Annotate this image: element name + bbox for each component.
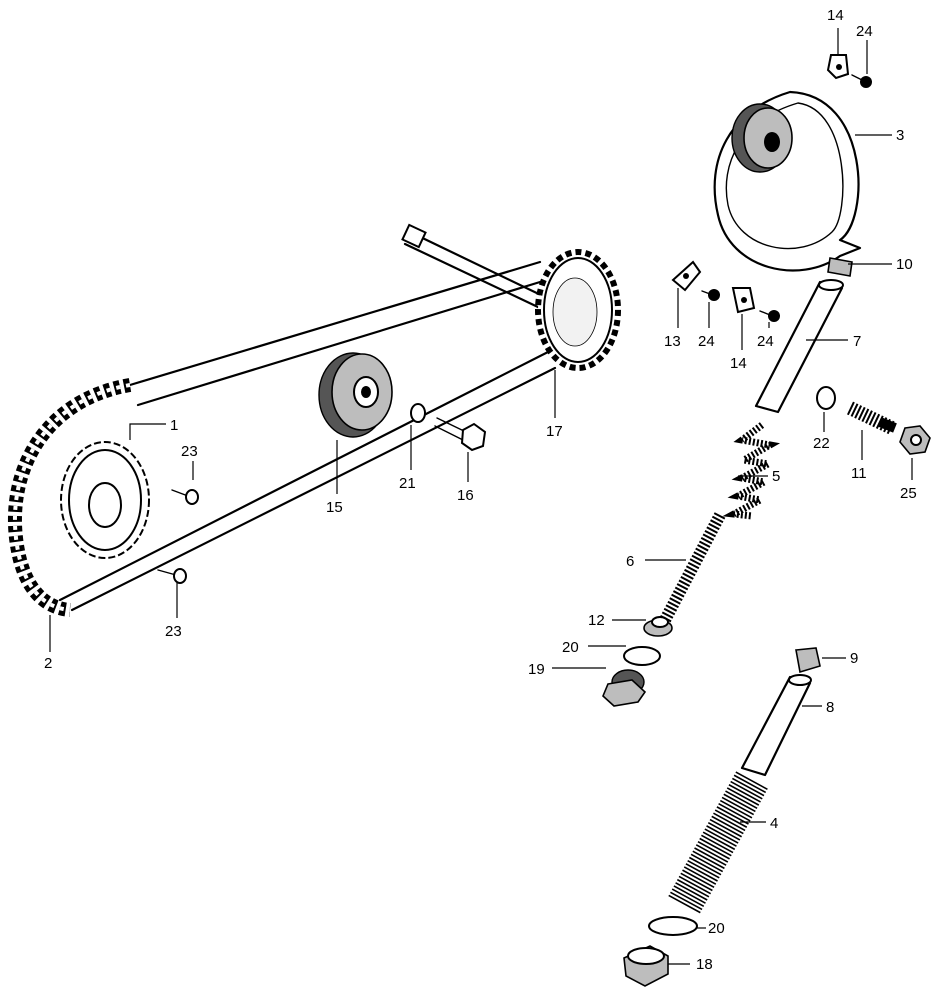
washer-upper xyxy=(623,646,661,666)
callouts: 1 2 3 4 5 6 7 8 9 10 11 12 13 14 14 15 1… xyxy=(44,7,917,973)
drive-chain xyxy=(7,260,557,617)
screw-bracket-right xyxy=(759,310,780,322)
drive-sprocket xyxy=(60,441,150,559)
callout-rod-cap: 12 xyxy=(588,612,605,629)
sealing-bolt-lower xyxy=(623,945,669,987)
screw-upper xyxy=(171,489,199,505)
callout-tensioner-spring-upper: 5 xyxy=(772,468,780,485)
driven-sprocket xyxy=(535,249,621,371)
callout-tube-end-cap: 10 xyxy=(896,256,913,273)
callout-screw-upper: 23 xyxy=(181,443,198,460)
callout-sealing-bolt-upper: 19 xyxy=(528,661,545,678)
callout-o-ring: 22 xyxy=(813,435,830,452)
callout-tensioner-tube-upper: 7 xyxy=(853,333,861,350)
washer-lower xyxy=(648,916,698,936)
leader-lines xyxy=(49,28,913,965)
callout-clip-lower: 14 xyxy=(730,355,747,372)
tensioner-spring-lower xyxy=(668,771,768,914)
tube-end-cap xyxy=(827,257,853,277)
callout-clip-top: 14 xyxy=(827,7,844,24)
clip-lower xyxy=(731,287,756,314)
callout-chain-roller: 15 xyxy=(326,499,343,516)
screw-bracket-left xyxy=(701,289,720,301)
callout-screw-bracket-left: 24 xyxy=(698,333,715,350)
camshaft xyxy=(401,223,547,310)
callout-push-rod: 6 xyxy=(626,553,634,570)
callout-tensioner-spring-lower: 4 xyxy=(770,815,778,832)
callout-washer-lower: 20 xyxy=(708,920,725,937)
flange-bolt xyxy=(434,417,487,452)
callout-adjuster-bolt: 11 xyxy=(851,465,867,482)
rod-cap xyxy=(643,616,673,637)
adjuster-bolt xyxy=(846,401,897,435)
chain-roller xyxy=(318,352,393,438)
callout-chain-guide-plate: 3 xyxy=(896,127,904,144)
tube-cap xyxy=(795,647,821,674)
lock-nut xyxy=(899,425,931,455)
tensioner-spring-upper xyxy=(722,422,781,520)
screw-lower xyxy=(157,568,187,584)
o-ring xyxy=(816,386,836,410)
callout-driven-sprocket: 17 xyxy=(546,423,563,440)
callout-screw-lower: 23 xyxy=(165,623,182,640)
callout-sealing-bolt-lower: 18 xyxy=(696,956,713,973)
callout-drive-chain: 2 xyxy=(44,655,52,672)
callout-flange-bolt: 16 xyxy=(457,487,474,504)
callout-guide-bracket-left: 13 xyxy=(664,333,681,350)
tensioner-tube-lower xyxy=(740,674,812,777)
clip-top xyxy=(826,54,850,80)
tensioner-tube-upper xyxy=(754,279,844,414)
callout-tensioner-tube-lower: 8 xyxy=(826,699,834,716)
guide-bracket-left xyxy=(671,260,702,292)
callout-tube-cap: 9 xyxy=(850,650,858,667)
callout-lock-nut: 25 xyxy=(900,485,917,502)
sealing-bolt-upper xyxy=(602,669,647,707)
chain-guide-plate xyxy=(713,90,862,272)
callout-roller-washer: 21 xyxy=(399,475,416,492)
roller-washer xyxy=(410,403,426,423)
push-rod xyxy=(658,512,726,625)
callout-screw-top: 24 xyxy=(856,23,873,40)
callout-washer-upper: 20 xyxy=(562,639,579,656)
callout-drive-sprocket: 1 xyxy=(170,417,178,434)
screw-top xyxy=(851,74,872,88)
callout-screw-bracket-right: 24 xyxy=(757,333,774,350)
